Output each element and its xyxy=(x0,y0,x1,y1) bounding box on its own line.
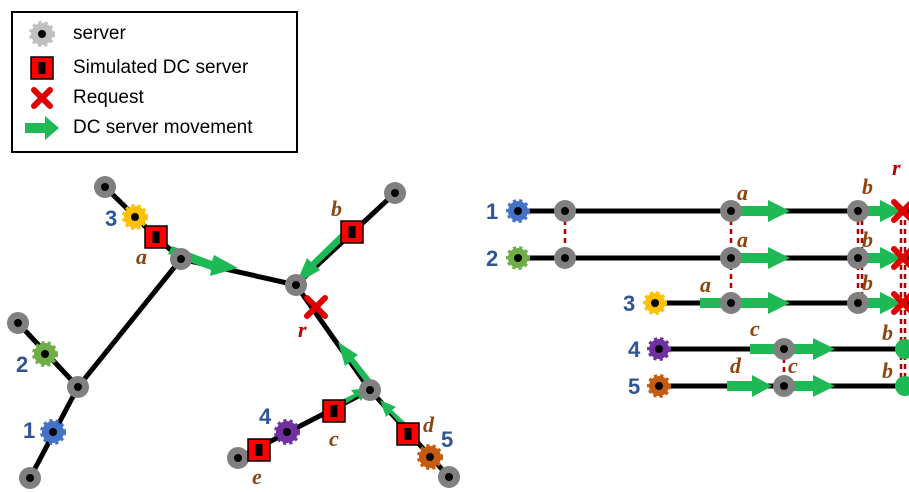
label-user-2: 2 xyxy=(16,352,28,377)
label-b: b xyxy=(331,196,342,221)
server-node xyxy=(554,247,576,269)
row-number: 1 xyxy=(486,199,498,224)
row-label: a xyxy=(737,180,748,205)
legend-row-movement: DC server movement xyxy=(25,114,253,142)
server-node xyxy=(847,200,869,222)
user-gear-1 xyxy=(40,419,66,445)
server-node xyxy=(359,379,381,401)
legend-row-simulated: Simulated DC server xyxy=(25,54,248,82)
server-node xyxy=(170,248,192,270)
arrow-c-up xyxy=(338,342,373,386)
row-label: a xyxy=(700,272,711,297)
user-gear-5 xyxy=(647,374,671,398)
label-r: r xyxy=(298,317,307,342)
row-label: b xyxy=(862,174,873,199)
row-label: b xyxy=(862,270,873,295)
row-label: a xyxy=(737,227,748,252)
simulated-server-b xyxy=(340,220,364,244)
row-label: c xyxy=(788,353,798,378)
label-user-3: 3 xyxy=(105,206,117,231)
right-end-nodes xyxy=(895,339,909,396)
user-gear-4 xyxy=(647,337,671,361)
row-label: d xyxy=(730,353,742,378)
row-label: b xyxy=(862,227,873,252)
server-node xyxy=(720,292,742,314)
server-node xyxy=(554,200,576,222)
request-icon xyxy=(31,87,53,109)
simulated-server-c xyxy=(322,399,346,423)
server-node xyxy=(847,292,869,314)
left-servers xyxy=(7,176,460,489)
user-gear-4 xyxy=(274,419,300,445)
row-label: b xyxy=(882,320,893,345)
left-tree-edges xyxy=(15,184,452,481)
label-c: c xyxy=(329,426,339,451)
server-node xyxy=(94,176,116,198)
legend-label-movement: DC server movement xyxy=(73,117,253,138)
label-user-4: 4 xyxy=(259,404,272,429)
server-node xyxy=(227,447,249,469)
right-labels: 1 2 3 4 5 a b r a b a b c b d c b xyxy=(486,155,901,399)
left-labels: a b c d e r 3 2 1 4 5 xyxy=(16,196,453,489)
simulated-server-icon xyxy=(30,56,54,80)
server-node xyxy=(19,467,41,489)
label-user-5: 5 xyxy=(441,427,453,452)
legend-row-request: Request xyxy=(25,84,144,112)
server-node xyxy=(285,274,307,296)
row-number: 4 xyxy=(628,337,641,362)
arrow-b-to-r xyxy=(296,227,352,284)
legend-label-request: Request xyxy=(73,87,144,108)
server-node xyxy=(67,376,89,398)
server-icon xyxy=(29,21,55,47)
server-node xyxy=(773,375,795,397)
user-gear-5 xyxy=(417,444,443,470)
user-gear-1 xyxy=(506,199,530,223)
row-number: 3 xyxy=(623,291,635,316)
left-movement-arrows xyxy=(168,227,410,431)
simulated-server-d xyxy=(396,422,420,446)
user-gear-3 xyxy=(643,291,667,315)
row-label: c xyxy=(750,316,760,341)
server-node xyxy=(7,312,29,334)
label-user-1: 1 xyxy=(23,418,35,443)
movement-arrow-icon xyxy=(25,116,59,140)
simulated-server-a xyxy=(144,225,168,249)
right-timeline: 1 2 3 4 5 a b r a b a b c b d c b xyxy=(486,155,909,399)
user-gear-2 xyxy=(32,341,58,367)
row-number: 5 xyxy=(628,374,640,399)
legend-label-simulated: Simulated DC server xyxy=(73,57,249,78)
row-label-r: r xyxy=(892,155,901,180)
legend: server Simulated DC server Request DC se… xyxy=(11,11,298,153)
user-gear-3 xyxy=(122,204,148,230)
row-number: 2 xyxy=(486,246,498,271)
row-label: b xyxy=(882,358,893,383)
left-user-nodes xyxy=(32,204,443,470)
label-d: d xyxy=(423,412,435,437)
right-user-nodes xyxy=(506,199,671,398)
user-gear-2 xyxy=(506,246,530,270)
legend-label-server: server xyxy=(73,23,126,44)
server-node xyxy=(438,466,460,488)
simulated-server-e xyxy=(247,438,271,462)
label-e: e xyxy=(252,464,262,489)
label-a: a xyxy=(136,244,147,269)
server-node xyxy=(384,182,406,204)
legend-row-server: server xyxy=(25,20,126,48)
